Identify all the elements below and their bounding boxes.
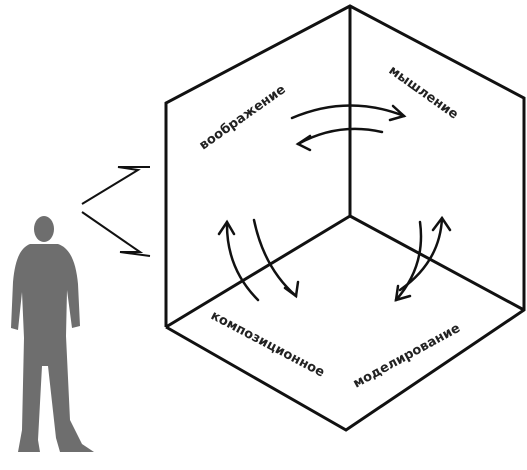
label-modeling: моделирование [351,321,463,392]
cube-frame [166,6,524,430]
sight-line-upper [82,167,150,204]
silhouette-body [11,244,94,452]
arrow-right-down [396,222,421,300]
cycle-arrows [219,105,450,300]
label-compositional: композиционное [208,308,327,380]
cube-floor-right-edge [350,216,524,310]
sight-lines [82,167,150,256]
arrow-left-down-head [285,282,298,296]
arrow-top-right [292,105,404,118]
silhouette-head [34,216,54,242]
arrow-left-down [254,220,296,296]
arrow-top-left-head [298,136,310,150]
person-silhouette-icon [11,216,94,452]
label-imagination: воображение [197,82,289,153]
sight-line-lower [82,212,150,256]
